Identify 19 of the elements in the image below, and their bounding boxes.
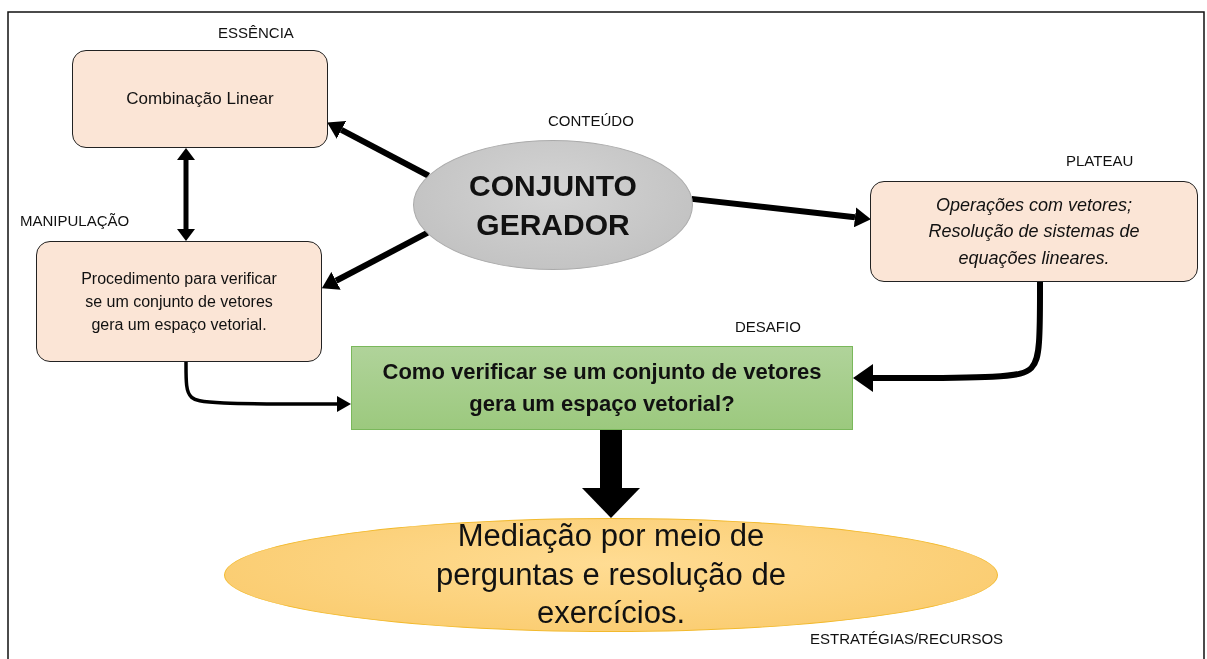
strategy-ellipse: Mediação por meio de perguntas e resolução de exercícios. xyxy=(224,518,998,632)
concept-box: Combinação Linear xyxy=(72,50,328,148)
arrow xyxy=(184,362,351,412)
category-label: DESAFIO xyxy=(735,318,801,335)
plateau-box: Operações com vetores; Resolução de sistemas de equações lineares. xyxy=(870,181,1198,282)
challenge-box: Como verificar se um conjunto de vetores gera um espaço vetorial? xyxy=(351,346,853,430)
category-label: ESSÊNCIA xyxy=(218,24,294,41)
content-ellipse: CONJUNTO GERADOR xyxy=(413,140,693,270)
arrow xyxy=(582,430,640,518)
arrow xyxy=(691,195,871,228)
category-label: MANIPULAÇÃO xyxy=(20,212,130,229)
category-label: PLATEAU xyxy=(1066,152,1134,169)
category-label: ESTRATÉGIAS/RECURSOS xyxy=(810,630,1004,647)
arrow xyxy=(853,282,1043,392)
double-arrow xyxy=(177,148,195,241)
arrow xyxy=(321,230,430,290)
arrow xyxy=(327,121,430,179)
category-label: CONTEÚDO xyxy=(548,112,634,129)
procedure-box: Procedimento para verificar se um conjunto de vetores gera um espaço vetorial. xyxy=(36,241,322,362)
